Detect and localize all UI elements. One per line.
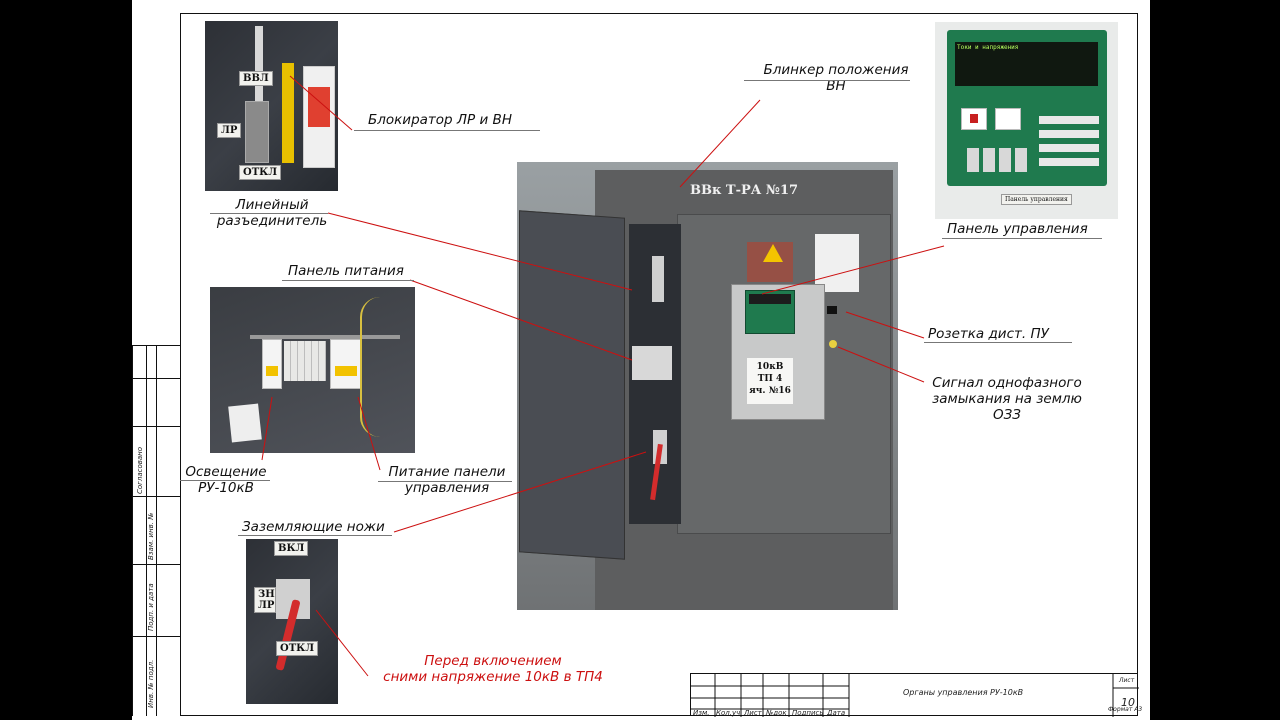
plate-otkl-2: ОТКЛ — [276, 641, 319, 656]
plate-lr: ЛР — [217, 123, 242, 138]
stamp-inv-no: Инв. № подл. — [147, 659, 155, 708]
tb-sheet-label: Лист — [1119, 677, 1135, 684]
callout-zazemlyayushchie: Заземляющие ножи — [242, 519, 385, 535]
photo-control-panel: Токи и напряжения Панель управления — [935, 22, 1118, 219]
side-stamp: Согласовано Взам. инв. № Подп. и дата Ин… — [132, 345, 180, 716]
photo-cabinet: 10кВ ТП 4 яч. №16 ВВк Т-РА №17 — [517, 162, 898, 610]
panel-caption: Панель управления — [1001, 194, 1072, 205]
tb-format: Формат А3 — [1108, 706, 1143, 713]
callout-panel-pitania: Панель питания — [288, 263, 404, 279]
drawing-frame — [180, 13, 1138, 716]
callout-rozetka: Розетка дист. ПУ — [928, 326, 1049, 342]
tb-header-izm: Изм. — [693, 709, 710, 717]
tb-header-podpis: Подпись — [792, 709, 824, 717]
plate-otkl: ОТКЛ — [239, 165, 282, 180]
cabinet-plate: 10кВ ТП 4 яч. №16 — [747, 358, 793, 404]
screen-title: Токи и напряжения — [957, 44, 1019, 51]
cabinet-title: ВВк Т-РА №17 — [690, 183, 799, 198]
tb-header-ndok: №док — [766, 709, 787, 717]
tb-header-data: Дата — [827, 709, 846, 717]
callout-osveshchenie: Освещение РУ-10кВ — [185, 464, 267, 496]
stamp-sign-date: Подп. и дата — [147, 583, 155, 631]
tb-header-koluch: Кол.уч — [716, 709, 741, 717]
tb-title: Органы управления РУ-10кВ — [903, 688, 1024, 697]
callout-blinker: Блинкер положения ВН — [763, 62, 909, 94]
stamp-agreed: Согласовано — [136, 446, 144, 494]
plate-zn-lr: ЗН ЛР — [254, 587, 276, 613]
callout-signal: Сигнал однофазного замыкания на землю ОЗ… — [932, 375, 1082, 423]
photo-zazemlitel: ВКЛ ЗН ЛР ОТКЛ — [246, 539, 338, 704]
callout-blokirator: Блокиратор ЛР и ВН — [368, 112, 512, 128]
stamp-replace-inv: Взам. инв. № — [147, 512, 155, 560]
callout-lineyny: Линейный разъединитель — [216, 197, 328, 229]
tb-header-list: Лист — [744, 709, 762, 717]
plate-vkl: ВКЛ — [274, 541, 309, 556]
tb-sheet-number: 10 — [1121, 696, 1135, 709]
callout-pitanie-paneli: Питание панели управления — [388, 464, 506, 496]
photo-blokirator: ВВЛ ЛР ОТКЛ — [205, 21, 338, 191]
photo-panel-pitania — [210, 287, 415, 453]
drawing-sheet: Согласовано Взам. инв. № Подп. и дата Ин… — [132, 0, 1150, 720]
title-block: Изм. Кол.уч Лист №док Подпись Дата Орган… — [690, 673, 1139, 717]
callout-panel-upravlenia: Панель управления — [947, 221, 1088, 237]
plate-vvl: ВВЛ — [239, 71, 273, 86]
callout-warning: Перед включением сними напряжение 10кВ в… — [383, 653, 603, 685]
